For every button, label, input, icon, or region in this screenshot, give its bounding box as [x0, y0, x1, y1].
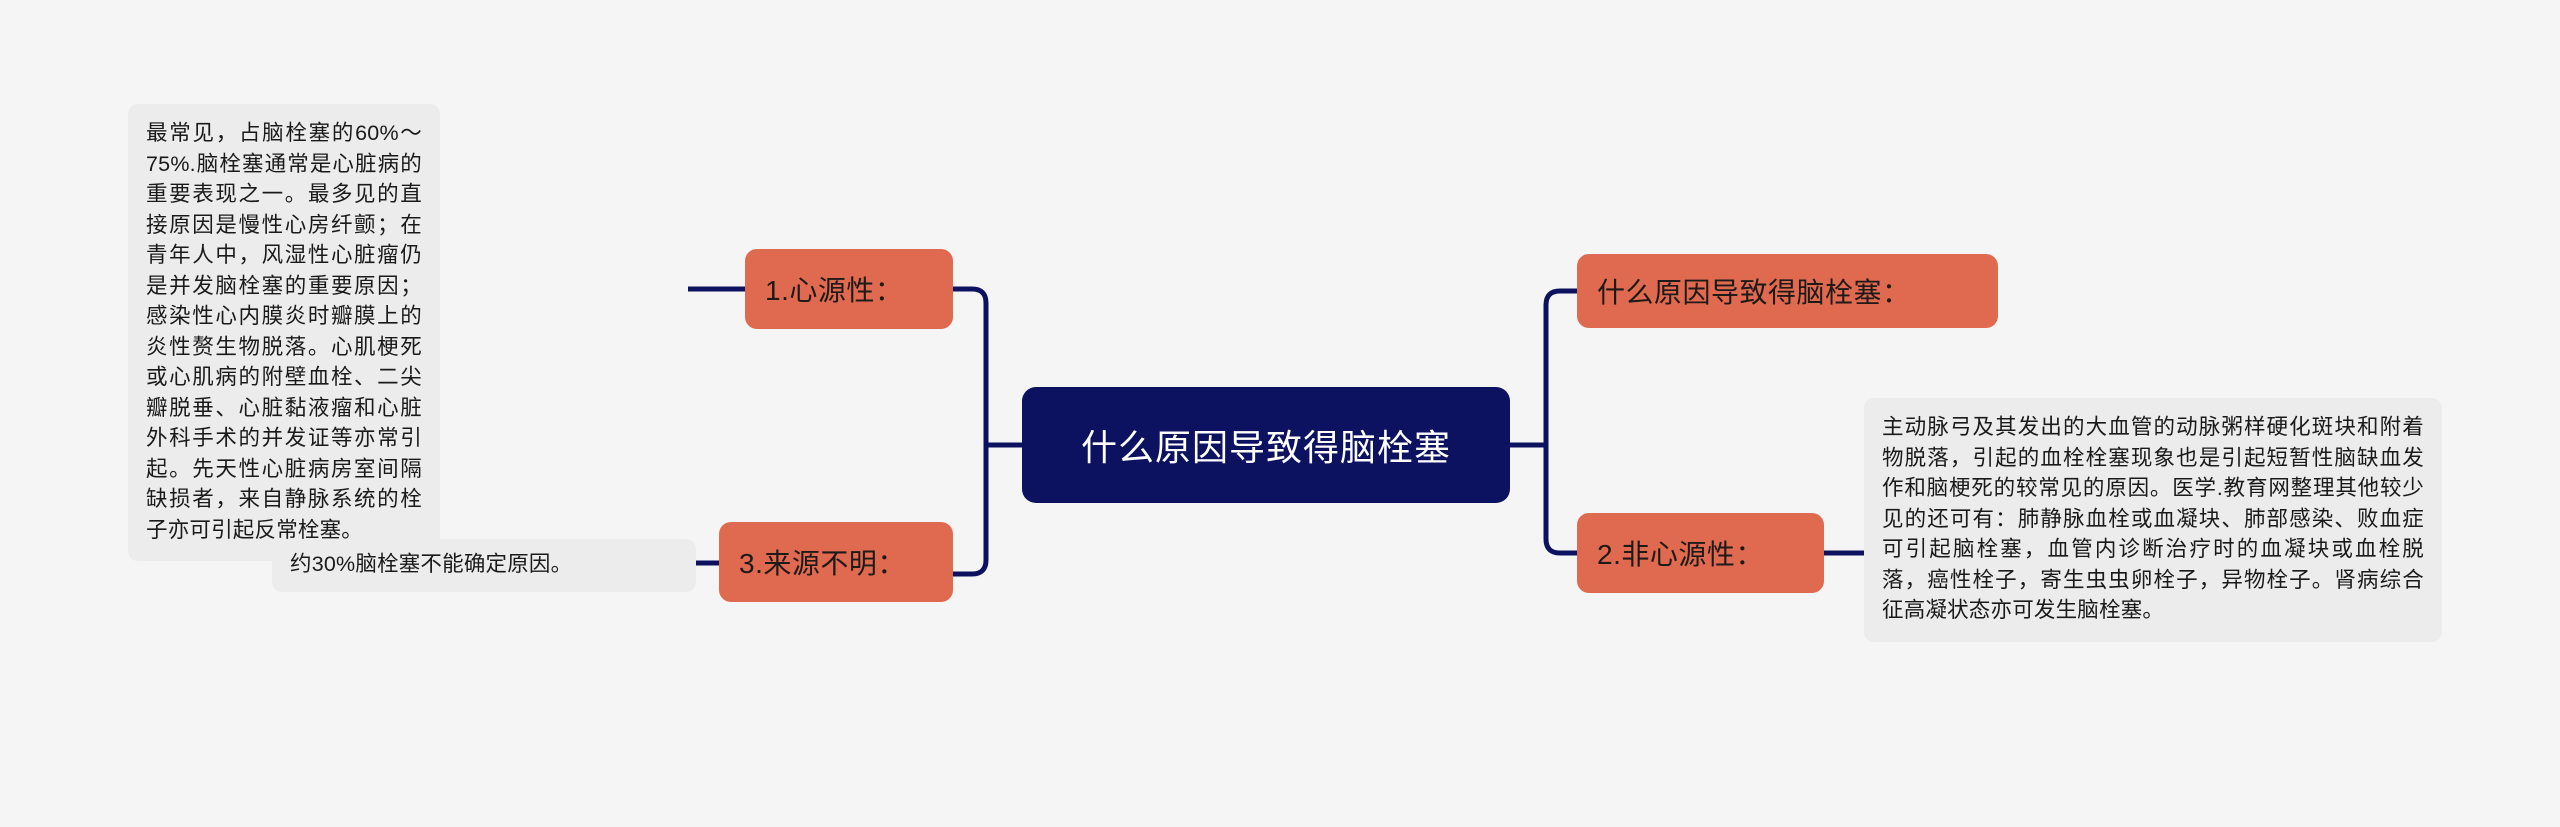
connector-to-noncardiac [1543, 538, 1577, 556]
branch-node-cardiac[interactable]: 1.心源性： [745, 249, 953, 329]
branch-node-noncardiac[interactable]: 2.非心源性： [1577, 513, 1824, 593]
connector-to-cause [1543, 288, 1577, 306]
connector-to-cardiac [953, 286, 989, 304]
connector-to-unknown [953, 559, 989, 577]
detail-panel-cardiac: 最常见，占脑栓塞的60%～75%.脑栓塞通常是心脏病的重要表现之一。最多见的直接… [128, 104, 440, 562]
root-node[interactable]: 什么原因导致得脑栓塞 [1022, 387, 1510, 503]
detail-panel-unknown: 约30%脑栓塞不能确定原因。 [272, 539, 696, 592]
detail-panel-noncardiac: 主动脉弓及其发出的大血管的动脉粥样硬化斑块和附着物脱落，引起的血栓栓塞现象也是引… [1864, 398, 2442, 642]
branch-node-cause[interactable]: 什么原因导致得脑栓塞： [1577, 254, 1998, 328]
branch-node-unknown[interactable]: 3.来源不明： [719, 522, 953, 602]
